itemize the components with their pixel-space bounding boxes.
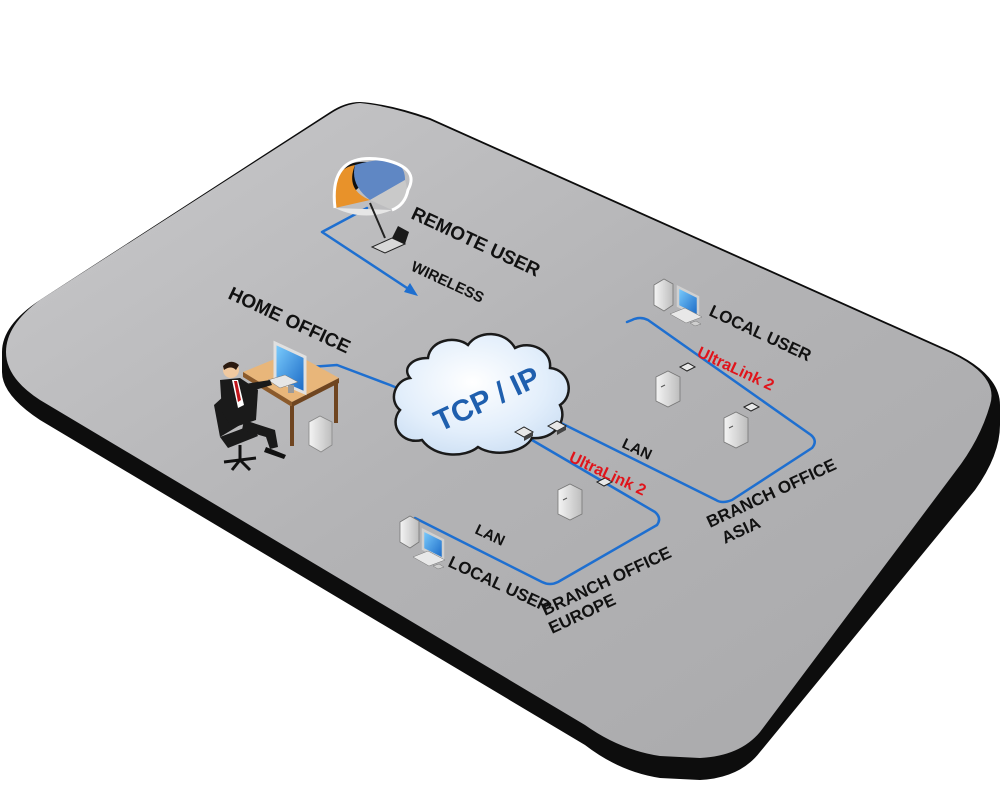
- wireless-line: [320, 206, 412, 292]
- laptop-icon: [370, 226, 409, 254]
- computer-icon: [653, 278, 703, 327]
- ultralink-device-icon: [513, 420, 568, 441]
- person-at-desk-icon: [214, 340, 339, 472]
- asia-lan-line: [553, 316, 816, 504]
- europe-lan-line: [413, 431, 661, 586]
- server-tower-icon: [723, 411, 749, 449]
- wireless-arrow-icon: [404, 283, 418, 296]
- computer-icon: [399, 515, 446, 570]
- server-tower-icon: [655, 370, 681, 408]
- umbrella-icon: [332, 157, 413, 239]
- server-tower-icon: [557, 483, 583, 521]
- cloud-icon: [392, 332, 570, 456]
- ultralink-device-icon: [595, 362, 761, 487]
